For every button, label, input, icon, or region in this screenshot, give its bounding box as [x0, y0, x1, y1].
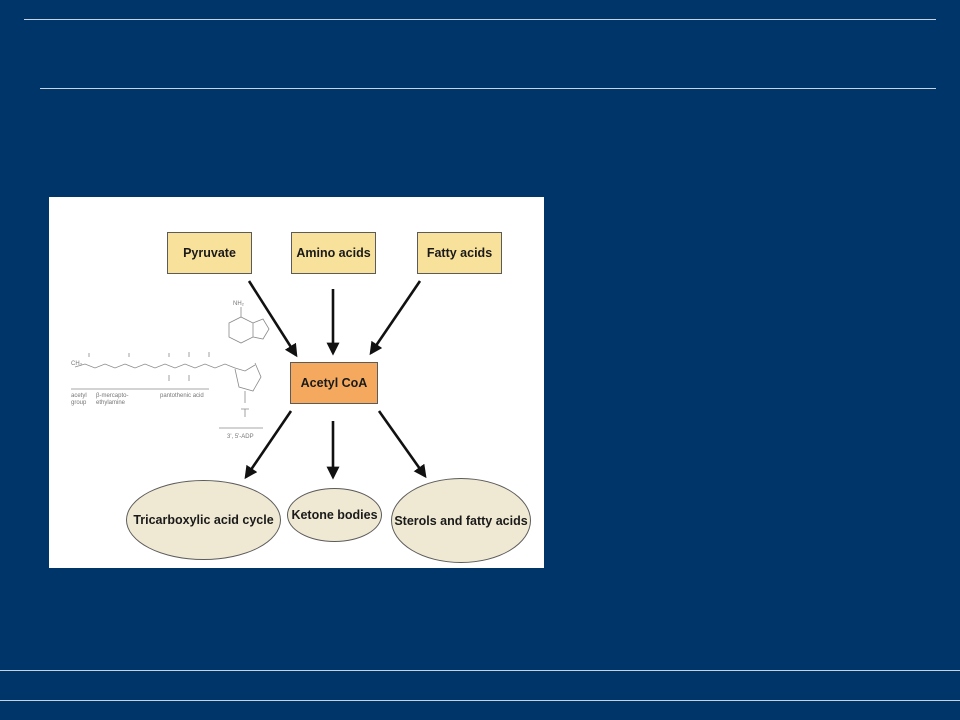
node-acetyl-coa: Acetyl CoA	[290, 362, 378, 404]
diagram-arrows	[244, 280, 427, 480]
title-rule	[40, 88, 936, 89]
acetyl-coa-diagram: CH₃ NH₂ acetyl group β-mercapto- ethylam…	[49, 197, 544, 568]
node-pyruvate: Pyruvate	[167, 232, 252, 274]
arrow-acetyl-tca	[244, 410, 293, 480]
arrow-fatty-acetyl	[369, 280, 422, 356]
structure-label-adp: 3', 5'-ADP	[227, 434, 254, 440]
arrow-acetyl-sterols	[377, 410, 427, 479]
nh2-label: NH₂	[233, 301, 245, 307]
footer-rule-lower	[0, 700, 960, 701]
structure-label-group: group	[71, 400, 87, 406]
arrow-pyruvate-acetyl	[247, 280, 298, 358]
coa-structure	[71, 307, 270, 429]
node-fatty-acids: Fatty acids	[417, 232, 502, 274]
node-tricarboxylic-acid-cycle: Tricarboxylic acid cycle	[126, 480, 281, 560]
node-sterols-and-fatty-acids: Sterols and fatty acids	[391, 478, 531, 563]
structure-label-mercapto: β-mercapto-	[96, 393, 129, 399]
ch3-label: CH₃	[71, 361, 83, 367]
structure-label-ethylamine: ethylamine	[96, 400, 126, 406]
diagram-canvas: CH₃ NH₂	[71, 280, 427, 480]
footer-rule-upper	[0, 670, 960, 671]
top-rule	[24, 19, 936, 20]
structure-label-acetyl: acetyl	[71, 393, 87, 399]
structure-label-pantothenic: pantothenic acid	[160, 393, 204, 399]
node-ketone-bodies: Ketone bodies	[287, 488, 382, 542]
node-amino-acids: Amino acids	[291, 232, 376, 274]
